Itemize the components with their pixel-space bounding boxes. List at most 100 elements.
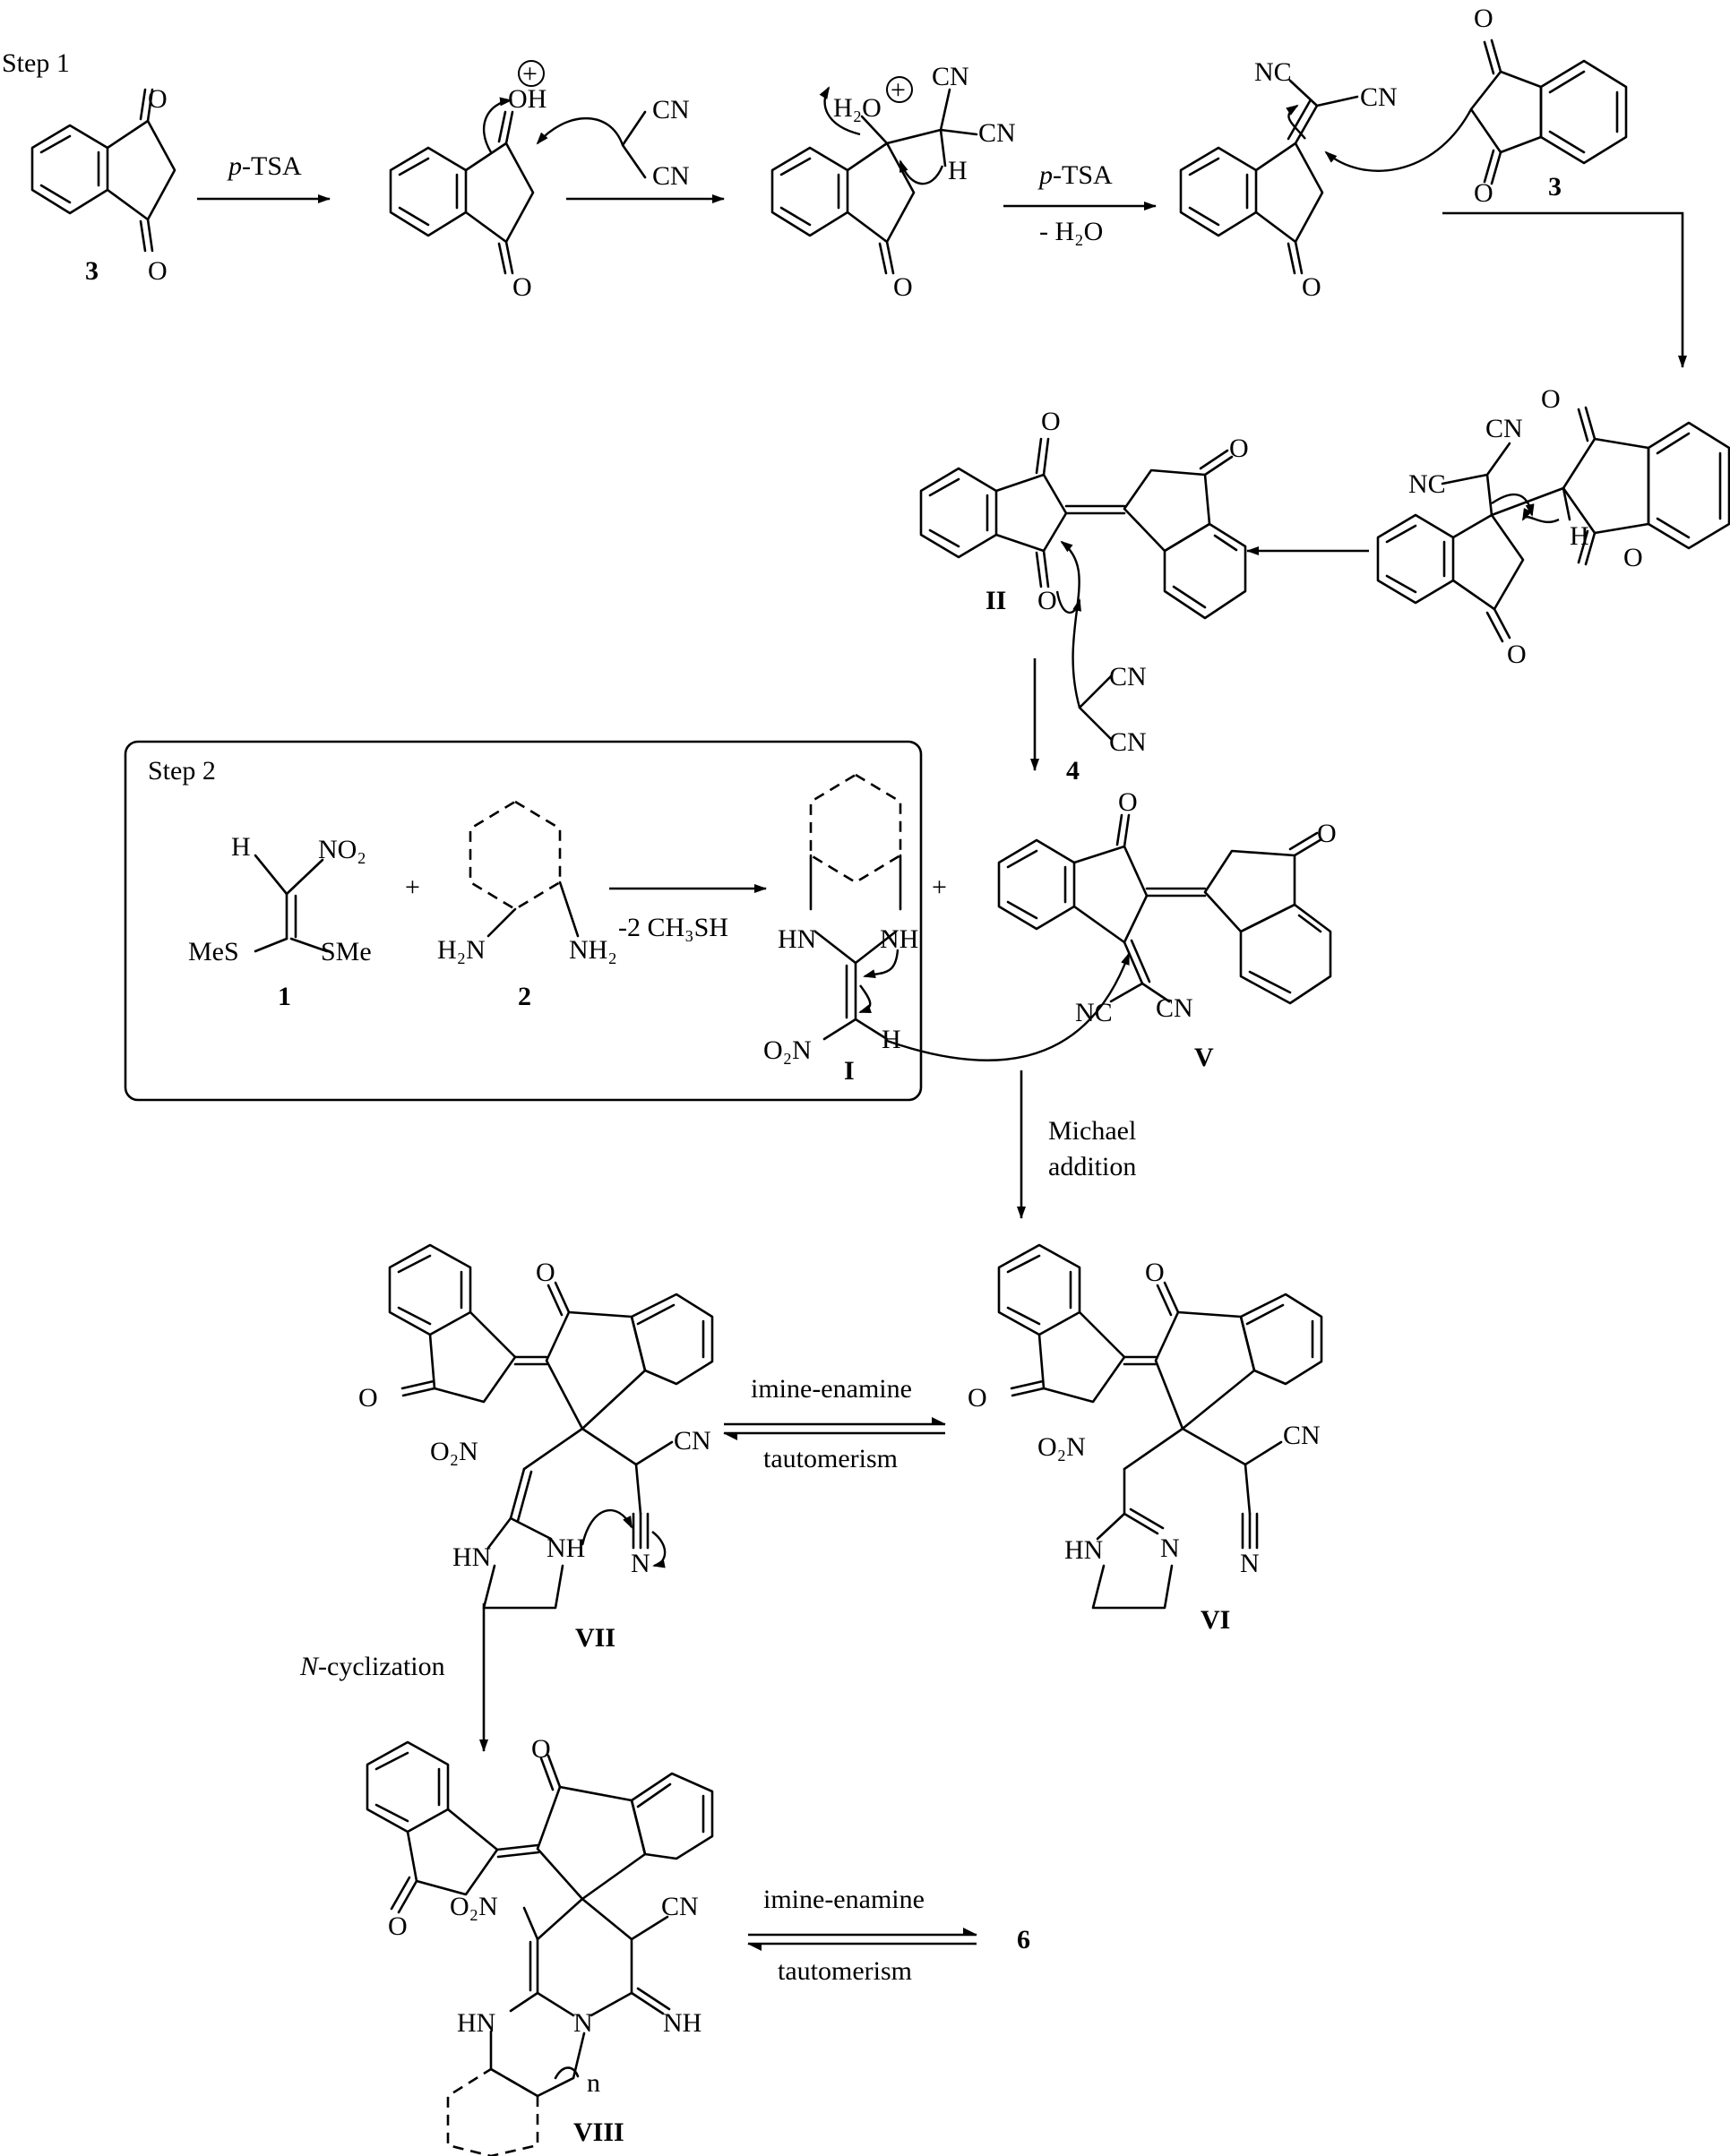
atom-o2n: O₂N [450,1892,498,1921]
atom-o: O [1541,384,1561,414]
compound-3-structure [30,88,176,253]
atom-o: O [148,84,168,114]
curly-arrow [1521,508,1560,524]
atom-o2n: O₂N [1037,1432,1086,1462]
condition-michael: Michael [1048,1116,1136,1146]
curly-arrow [858,984,872,1014]
compound-2-structure [469,800,580,938]
atom-nh: NH [547,1533,585,1563]
atom-h2n: H₂N [437,935,486,965]
condition-addition: addition [1048,1152,1136,1181]
atom-o: O [512,272,532,302]
atom-n: N [1160,1533,1180,1563]
plus-sign: + [405,872,420,902]
atom-o: O [968,1383,987,1413]
compound-1-label: 1 [278,982,291,1011]
atom-nh: NH [663,2008,701,2038]
curly-arrow [581,1509,633,1546]
atom-h: H [1570,521,1589,551]
condition-minus-ch3sh: -2 CH₃SH [618,913,728,942]
atom-o2n: O₂N [430,1437,478,1466]
reaction-arrow [1442,211,1687,368]
atom-o: O [1507,640,1527,669]
atom-cn: CN [1156,993,1193,1023]
step1-label: Step 1 [2,48,70,78]
curly-arrow [1324,108,1473,172]
plus-charge: + [891,75,906,105]
atom-n: N [631,1549,650,1578]
compound-1-structure [254,854,329,953]
atom-n: N [573,2008,593,2038]
compound-4-structure [1078,674,1113,741]
condition-ptsa: p-TSA [1037,160,1113,190]
atom-o: O [358,1383,378,1413]
atom-cn: CN [978,118,1016,148]
condition-ptsa: p-TSA [227,151,302,181]
atom-cn: CN [652,161,690,191]
curly-arrow [886,952,1131,1061]
atom-o: O [388,1911,408,1941]
atom-h: H [231,832,251,862]
atom-cn: CN [1485,414,1523,443]
atom-o: O [1623,543,1643,572]
intermediate-V-structure [997,813,1332,1005]
intermediate-V-label: V [1194,1043,1214,1072]
atom-mes: MeS [188,937,239,966]
atom-h: H [948,156,968,185]
intermediate-I-structure [809,773,902,1041]
atom-o: O [1474,4,1493,33]
compound-6-label: 6 [1017,1925,1030,1954]
atom-nc: NC [1075,998,1113,1027]
intermediate-II-label: II [985,586,1006,615]
atom-nc: NC [1408,469,1446,499]
atom-hn: HN [452,1542,491,1572]
subscript-n: n [587,2068,600,2098]
atom-sme: SMe [321,937,372,966]
intermediate-VI-structure [997,1243,1323,1610]
atom-o: O [1474,178,1493,208]
compound-3-label: 3 [1548,172,1562,202]
intermediate-I-label: I [844,1056,855,1086]
oxonium-intermediate-structure [770,76,978,275]
curly-arrow [1060,540,1081,709]
condition-tautomerism: tautomerism [763,1444,898,1473]
atom-cn: CN [1109,662,1147,691]
intermediate-VIII-structure [366,1740,714,2156]
atom-cn: CN [674,1426,711,1456]
atom-cn: CN [1360,82,1398,112]
plus-charge: + [522,59,538,89]
intermediate-VI-label: VI [1201,1605,1230,1635]
atom-oh: OH [508,84,547,114]
curly-arrow [819,86,861,136]
compound-2-label: 2 [518,982,531,1011]
curly-arrow [1286,104,1306,140]
atom-o: O [536,1258,555,1287]
atom-o: O [1302,272,1321,302]
condition-n-cyclization: N-cyclization [299,1652,445,1681]
atom-no2: NO₂ [318,835,366,864]
curly-arrow [899,159,944,185]
compound-4-label: 4 [1066,756,1080,786]
curly-arrow [651,1531,667,1568]
curly-arrow [536,116,624,146]
intermediate-VII-label: VII [575,1623,615,1653]
atom-h2o: H₂O [833,93,882,123]
step2-box [124,740,923,1102]
intermediate-VII-structure [388,1243,714,1610]
step2-label: Step 2 [148,756,216,786]
atom-o: O [1118,787,1138,817]
atom-o: O [1041,407,1061,436]
curly-arrow [863,949,899,978]
atom-o2n: O₂N [763,1035,812,1065]
atom-n: N [1240,1549,1260,1578]
curly-arrow [482,97,512,153]
atom-o: O [1229,434,1249,463]
atom-cn: CN [652,95,690,125]
atom-cn: CN [1109,727,1147,757]
atom-nc: NC [1254,57,1292,87]
atom-o: O [1037,586,1057,615]
atom-hn: HN [457,2008,495,2038]
michael-adduct-structure [1376,406,1730,643]
atom-nh2: NH₂ [569,935,617,965]
